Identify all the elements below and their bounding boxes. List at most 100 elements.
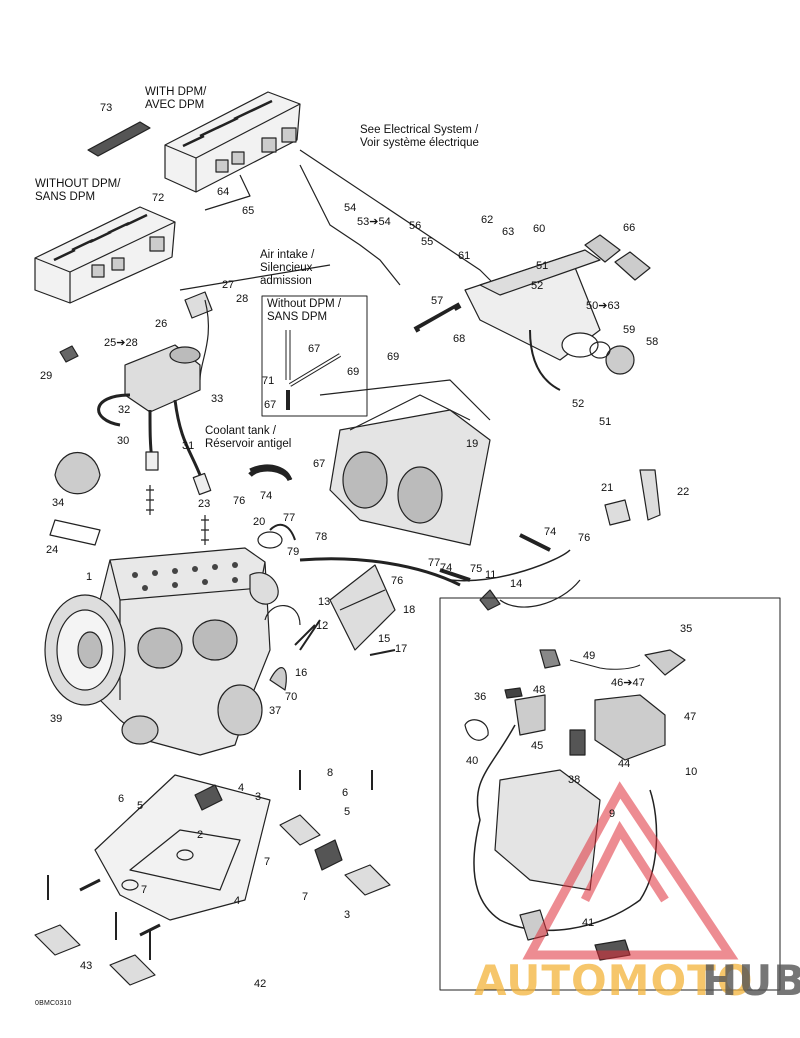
part-callout: 36 (474, 691, 487, 703)
part-callout: 72 (152, 192, 165, 204)
part-callout: 54 (344, 202, 357, 214)
part-callout: 44 (618, 758, 631, 770)
part-callout: 29 (40, 370, 53, 382)
part-callout: 13 (318, 596, 331, 608)
part-callout: 76 (233, 495, 246, 507)
part-callout: 74 (440, 562, 453, 574)
part-callout: 79 (287, 546, 300, 558)
part-callout: 5 (344, 806, 351, 818)
part-callout: 67 (313, 458, 326, 470)
part-callout: 8 (327, 767, 334, 779)
drawing-code: 0BMC0310 (35, 1000, 72, 1007)
part-callout: 9 (609, 808, 616, 820)
part-callout: 39 (50, 713, 63, 725)
part-callout: 74 (260, 490, 273, 502)
part-callout: 63 (502, 226, 515, 238)
part-callout: 4 (234, 895, 241, 907)
part-callout: 76 (578, 532, 591, 544)
part-callout: 6 (342, 787, 349, 799)
caption-without-dpm-box: Without DPM /SANS DPM (267, 298, 342, 323)
part-callout: 58 (646, 336, 659, 348)
part-callout: 60 (533, 223, 546, 235)
part-callout: 48 (533, 684, 546, 696)
part-callout: 52 (531, 280, 544, 292)
fuel-rail (464, 249, 635, 375)
part-callout: 4 (238, 782, 245, 794)
part-callout: 34 (52, 497, 65, 509)
watermark-logo (522, 781, 739, 960)
part-callout: 61 (458, 250, 471, 262)
ecu-module-with-dpm (164, 91, 301, 193)
caption-without-dpm: WITHOUT DPM/SANS DPM (35, 178, 121, 203)
carburetor-assembly (319, 379, 491, 546)
part-callout: 22 (677, 486, 690, 498)
part-callout: 21 (601, 482, 614, 494)
part-callout: 40 (466, 755, 479, 767)
part-callout: 65 (242, 205, 255, 217)
part-callout: 77 (283, 512, 296, 524)
part-callout: 67 (264, 399, 277, 411)
part-callout: 38 (568, 774, 581, 786)
ignition-coil (97, 344, 212, 496)
part-callout: 3 (344, 909, 351, 921)
part-callout: 37 (269, 705, 282, 717)
part-callout: 78 (315, 531, 328, 543)
part-callout: 11 (485, 569, 497, 581)
part-callout: 41 (582, 917, 595, 929)
caption-with-dpm: WITH DPM/AVEC DPM (145, 86, 207, 111)
part-callout: 70 (285, 691, 298, 703)
part-callout: 30 (117, 435, 130, 447)
part-callout: 55 (421, 236, 434, 248)
part-callout: 67 (308, 343, 321, 355)
part-callout: 51 (599, 416, 612, 428)
part-callout: 76 (391, 575, 404, 587)
part-callout: 14 (510, 578, 523, 590)
part-callout: 46➔47 (611, 677, 645, 689)
part-callout: 15 (378, 633, 391, 645)
part-callout: 69 (347, 366, 360, 378)
caption-coolant-tank: Coolant tank /Réservoir antigel (205, 425, 292, 450)
part-callout: 19 (466, 438, 479, 450)
part-callout: 2 (197, 829, 204, 841)
decal (87, 121, 151, 157)
watermark-text-secondary: HUB (702, 956, 800, 1005)
part-callout: 68 (453, 333, 466, 345)
part-callout: 51 (536, 260, 549, 272)
part-callout: 3 (255, 791, 262, 803)
part-callout: 25➔28 (104, 337, 138, 349)
part-callout: 27 (222, 279, 235, 291)
part-callout: 59 (623, 324, 636, 336)
caption-electrical-system: See Electrical System /Voir système élec… (360, 124, 479, 149)
part-callout: 7 (264, 856, 271, 868)
part-callout: 52 (572, 398, 585, 410)
part-callout: 77 (428, 557, 441, 569)
part-callout: 42 (254, 978, 267, 990)
part-callout: 43 (80, 960, 93, 972)
part-callout: 35 (680, 623, 693, 635)
watermark-text-primary: AUTOMOTO (474, 956, 754, 1005)
part-callout: 10 (685, 766, 698, 778)
part-callout: 74 (544, 526, 557, 538)
part-callout: 73 (100, 102, 113, 114)
engine-assembly (44, 547, 301, 756)
part-callout: 7 (302, 891, 309, 903)
part-callout: 31 (182, 440, 195, 452)
part-callout: 53➔54 (357, 216, 391, 228)
part-callout: 16 (295, 667, 308, 679)
part-callout: 62 (481, 214, 494, 226)
part-callout: 1 (86, 571, 93, 583)
part-callout: 5 (137, 800, 144, 812)
part-callout: 69 (387, 351, 400, 363)
part-callout: 33 (211, 393, 224, 405)
part-callout: 45 (531, 740, 544, 752)
part-callout: 23 (198, 498, 211, 510)
part-callout: 17 (395, 643, 408, 655)
part-callout: 24 (46, 544, 59, 556)
engine-mount-plate (94, 774, 271, 921)
part-callout: 47 (684, 711, 697, 723)
part-callout: 32 (118, 404, 131, 416)
part-callout: 56 (409, 220, 422, 232)
part-callout: 6 (118, 793, 125, 805)
part-callout: 75 (470, 563, 483, 575)
